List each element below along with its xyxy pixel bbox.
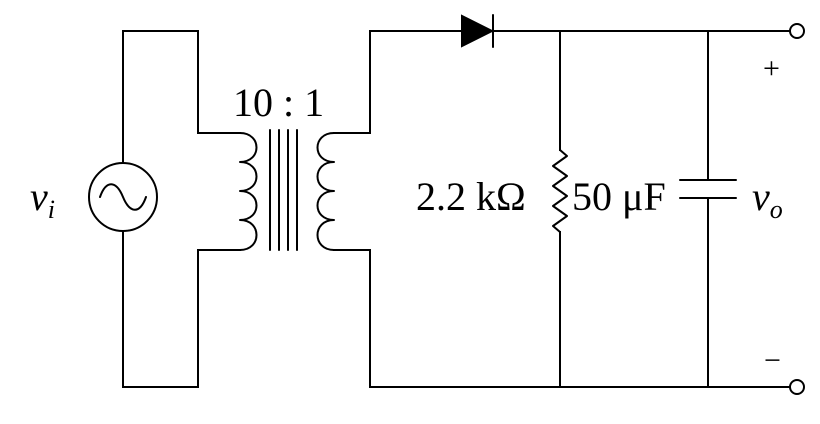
capacitor (679, 30, 737, 388)
output-voltage-label: vo (752, 174, 783, 224)
resistor-value-label: 2.2 kΩ (416, 174, 526, 219)
transformer-ratio-label: 10 : 1 (233, 80, 324, 125)
output-terminal-bottom (789, 379, 805, 395)
transformer-secondary-winding (316, 132, 371, 251)
diode (461, 14, 791, 48)
transformer-core (269, 129, 298, 251)
output-terminal-top (789, 23, 805, 39)
input-voltage-label: vi (30, 174, 55, 224)
secondary-wires (369, 30, 791, 388)
sine-wave-icon (99, 183, 147, 211)
transformer-primary-winding (197, 132, 258, 251)
output-minus-sign: − (764, 344, 781, 377)
resistor (552, 30, 568, 388)
ac-source (88, 162, 158, 232)
capacitor-value-label: 50 μF (572, 174, 666, 219)
output-plus-sign: + (763, 52, 780, 85)
output-terminals (789, 23, 805, 395)
